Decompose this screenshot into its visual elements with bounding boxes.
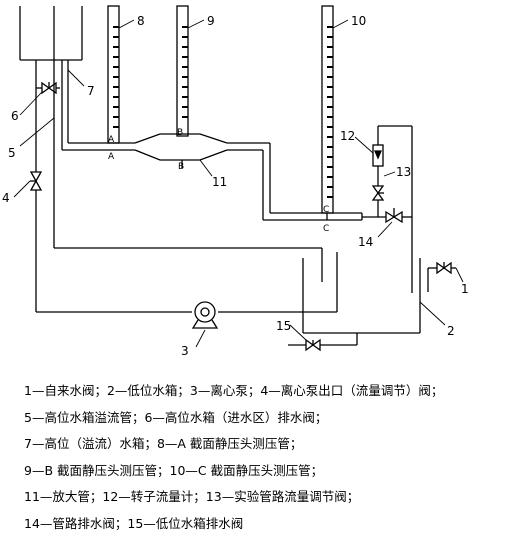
valve-15-icon [306, 340, 320, 350]
leader-12 [355, 137, 373, 153]
label-2: 2 [447, 324, 455, 338]
legend-line-5: 11—放大管；12—转子流量计；13—实验管路流量调节阀； [24, 484, 519, 511]
section-c-label: C [323, 224, 329, 234]
valve-1-icon [437, 262, 451, 273]
section-b-tube-label: B [177, 128, 183, 138]
label-1: 1 [461, 282, 469, 296]
legend-line-4: 9—B 截面静压头测压管；10—C 截面静压头测压管； [24, 458, 519, 485]
leader-9 [188, 20, 204, 28]
leader-4 [14, 181, 30, 197]
low-tank-drain-line [288, 333, 357, 345]
leader-13 [384, 172, 395, 176]
section-b-label: B [178, 162, 184, 172]
label-14: 14 [358, 235, 373, 249]
leader-6 [20, 92, 42, 115]
label-7: 7 [87, 84, 95, 98]
label-13: 13 [396, 165, 411, 179]
return-loop [362, 126, 412, 293]
apparatus-diagram: 1 2 3 4 5 6 7 8 9 10 11 12 13 14 15 A A … [0, 0, 523, 375]
tap-water-line [428, 268, 456, 292]
section-c-tube-label: C [323, 205, 329, 215]
label-10: 10 [351, 14, 366, 28]
label-4: 4 [2, 191, 10, 205]
experimental-pipe [62, 60, 362, 220]
leader-1 [456, 268, 463, 282]
legend-line-1: 1—自来水阀；2—低位水箱；3—离心泵；4—离心泵出口（流量调节）阀； [24, 378, 519, 405]
legend-line-6: 14—管路排水阀；15—低位水箱排水阀 [24, 511, 519, 537]
valve-13-icon [373, 186, 384, 200]
tube-8-scale [113, 26, 119, 128]
tube-10-scale [327, 26, 333, 198]
tube-9-scale [182, 26, 188, 118]
leader-11 [200, 160, 212, 176]
rotameter-icon [373, 145, 383, 166]
legend: 1—自来水阀；2—低位水箱；3—离心泵；4—离心泵出口（流量调节）阀； 5—高位… [24, 378, 519, 537]
leader-2 [420, 302, 445, 325]
valve-4-icon [30, 172, 41, 190]
label-8: 8 [137, 14, 145, 28]
section-a-tube-label: A [108, 135, 115, 145]
high-level-tank [20, 6, 82, 60]
centrifugal-pump-icon [193, 302, 217, 328]
legend-line-3: 7—高位（溢流）水箱；8—A 截面静压头测压管； [24, 431, 519, 458]
label-12: 12 [340, 129, 355, 143]
leader-14 [378, 222, 392, 237]
legend-line-2: 5—高位水箱溢流管；6—高位水箱（进水区）排水阀； [24, 405, 519, 432]
label-9: 9 [207, 14, 215, 28]
label-11: 11 [212, 175, 227, 189]
label-6: 6 [11, 109, 19, 123]
leader-5 [20, 118, 54, 146]
leader-7 [68, 70, 84, 86]
leader-8 [119, 20, 134, 28]
label-15: 15 [276, 319, 291, 333]
low-level-tank [303, 258, 420, 333]
label-3: 3 [181, 344, 189, 358]
section-a-label: A [108, 152, 115, 162]
leader-10 [333, 20, 348, 28]
valve-14-icon [386, 208, 402, 222]
label-5: 5 [8, 146, 16, 160]
leader-3 [196, 330, 205, 347]
